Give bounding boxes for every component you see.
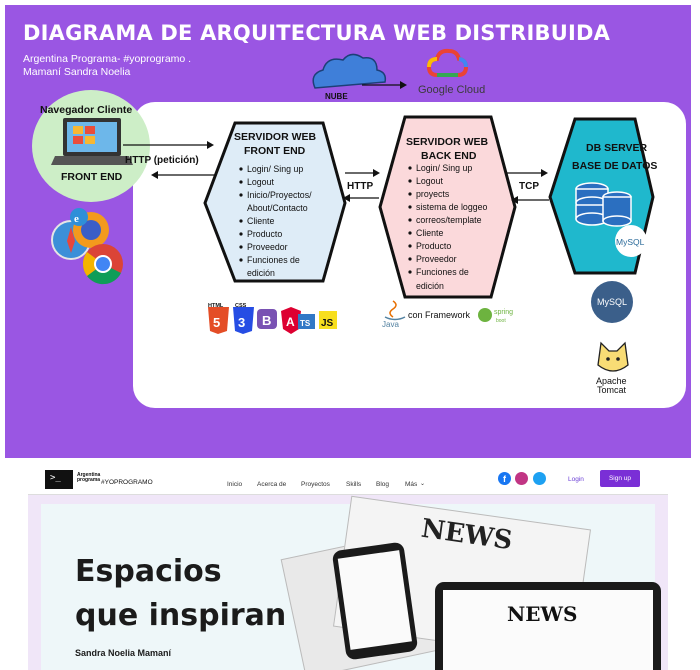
typescript-icon: TS [300, 319, 311, 328]
java-label: Java [382, 320, 399, 329]
client-title: Navegador Cliente [40, 104, 132, 116]
newspaper-image: NEWS NEWS [280, 495, 661, 670]
facebook-icon[interactable]: f [498, 472, 511, 485]
frontend-item: edición [247, 268, 275, 278]
frontend-item: Login/ Sing up [247, 164, 303, 174]
terminal-logo-icon[interactable]: >_ [45, 470, 73, 489]
frontend-title-1: SERVIDOR WEB [234, 131, 316, 143]
html-icon: HTML [208, 303, 224, 309]
nav-mas[interactable]: Más [405, 481, 418, 488]
frontend-item: Funciones de [247, 255, 300, 265]
chevron-down-icon[interactable]: ⌄ [420, 481, 426, 487]
cloud-icon [312, 53, 387, 89]
frontend-item: Cliente [247, 216, 274, 226]
nav-proyectos[interactable]: Proyectos [301, 481, 330, 488]
browser-icons: e [51, 208, 123, 285]
nav-skills[interactable]: Skills [346, 481, 362, 488]
hero-title-line-1: Espacios [75, 554, 222, 589]
backend-item: Producto [416, 241, 451, 251]
tomcat-label-1: Apache [596, 376, 627, 386]
hero-author: Sandra Noelia Mamaní [75, 648, 172, 658]
frontend-item: Producto [247, 229, 282, 239]
navbar: >_ Argentina programa #YOPROGRAMO Inicio… [28, 464, 668, 495]
frontend-title-2: FRONT END [244, 145, 306, 157]
backend-title-2: BACK END [421, 150, 477, 162]
website-preview: >_ Argentina programa #YOPROGRAMO Inicio… [28, 464, 668, 670]
diagram-title: DIAGRAMA DE ARQUITECTURA WEB DISTRIBUIDA [23, 21, 611, 45]
bootstrap-icon: B [262, 313, 271, 328]
instagram-icon[interactable] [515, 472, 528, 485]
css-icon: CSS [235, 303, 247, 309]
nav-blog[interactable]: Blog [376, 481, 390, 488]
svg-text:3: 3 [238, 315, 245, 330]
mysql-badge [591, 281, 633, 323]
frontend-hexagon [203, 121, 347, 283]
tcp-label: TCP [519, 181, 539, 192]
spring-label: spring [494, 309, 513, 316]
hero-title-line-2: que inspiran [75, 598, 287, 633]
backend-item: Funciones de [416, 267, 469, 277]
frontend-tech-icons: 5 3 B A TS JS [208, 307, 337, 334]
cloud-label: NUBE [325, 92, 348, 101]
backend-item: Logout [416, 176, 443, 186]
google-cloud-icon [426, 48, 469, 77]
backend-title-1: SERVIDOR WEB [406, 136, 488, 148]
nav-acerca[interactable]: Acerca de [257, 481, 287, 488]
hero-section: Espacios que inspiran Sandra Noelia Mama… [41, 495, 661, 670]
http-label: HTTP [347, 181, 373, 192]
db-title-1: DB SERVER [586, 142, 647, 154]
diagram-subtitle: Argentina Programa- #yoprogramo . [23, 53, 192, 65]
db-mysql-label: MySQL [616, 237, 645, 247]
diagram-canvas: NUBE Google Cloud Navegador Cliente FRON… [40, 48, 657, 395]
spring-icon [478, 308, 492, 322]
nav-inicio[interactable]: Inicio [227, 481, 243, 488]
tablet-headline: NEWS [507, 602, 578, 626]
backend-hexagon [378, 115, 517, 299]
tomcat-label-2: Tomcat [597, 385, 627, 395]
backend-item: proyects [416, 189, 450, 199]
http-request-label: HTTP (petición) [125, 155, 199, 166]
frontend-item: Inicio/Proyectos/ [247, 190, 312, 200]
client-subtitle: FRONT END [61, 171, 123, 183]
google-cloud-label: Google Cloud [418, 84, 485, 96]
backend-item: Login/ Sing up [416, 163, 472, 173]
mysql-badge-label: MySQL [597, 297, 627, 307]
login-link[interactable]: Login [568, 476, 584, 483]
twitter-icon[interactable] [533, 472, 546, 485]
svg-text:5: 5 [213, 315, 220, 330]
backend-item: Cliente [416, 228, 443, 238]
diagram-author: Mamaní Sandra Noelia [23, 66, 131, 78]
frontend-item: Logout [247, 177, 274, 187]
db-title-2: BASE DE DATOS [572, 160, 657, 172]
architecture-diagram: DIAGRAMA DE ARQUITECTURA WEB DISTRIBUIDA… [5, 5, 691, 458]
frontend-item: About/Contacto [247, 203, 308, 213]
brand-hashtag: #YOPROGRAMO [101, 479, 153, 486]
frontend-item: Proveedor [247, 242, 288, 252]
smartphone [331, 541, 419, 661]
angular-icon: A [286, 315, 295, 329]
backend-item: edición [416, 281, 444, 291]
tablet: NEWS [435, 582, 661, 670]
backend-item: Proveedor [416, 254, 457, 264]
brand-line-1: Argentina [77, 472, 101, 478]
backend-item: correos/template [416, 215, 482, 225]
spring-boot-label: boot [496, 318, 506, 324]
framework-label: con Framework [408, 310, 471, 320]
laptop-icon [51, 118, 133, 165]
signup-button[interactable]: Sign up [600, 470, 640, 487]
backend-item: sistema de loggeo [416, 202, 488, 212]
javascript-icon: JS [321, 318, 334, 329]
brand-line-2: programa [77, 477, 101, 483]
java-icon [384, 300, 406, 321]
svg-text:e: e [74, 213, 79, 225]
database-icon [575, 182, 632, 227]
tomcat-icon [597, 341, 629, 372]
